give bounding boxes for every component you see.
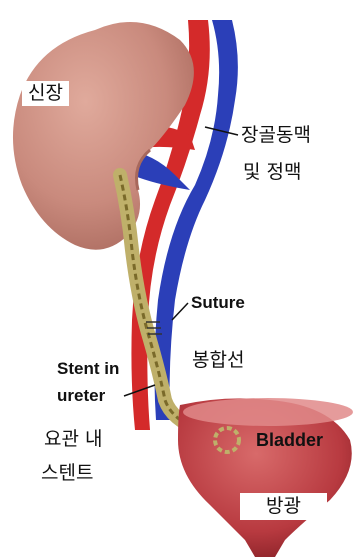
bladder-label-ko: 방광 bbox=[240, 493, 327, 520]
iliac-vessels-label-line2: 및 정맥 bbox=[243, 163, 301, 182]
kidney-label: 신장 bbox=[22, 81, 69, 106]
stent-label-line2: ureter bbox=[57, 387, 105, 404]
iliac-vessels-label-line1: 장골동맥 bbox=[241, 126, 311, 145]
stent-label-ko-line2: 스텐트 bbox=[41, 464, 93, 483]
suture-label: Suture bbox=[191, 294, 245, 311]
bladder-label: Bladder bbox=[256, 431, 323, 449]
stent-label-line1: Stent in bbox=[57, 360, 119, 377]
suture-label-ko: 봉합선 bbox=[192, 351, 244, 370]
stent-label-ko-line1: 요관 내 bbox=[44, 430, 102, 449]
